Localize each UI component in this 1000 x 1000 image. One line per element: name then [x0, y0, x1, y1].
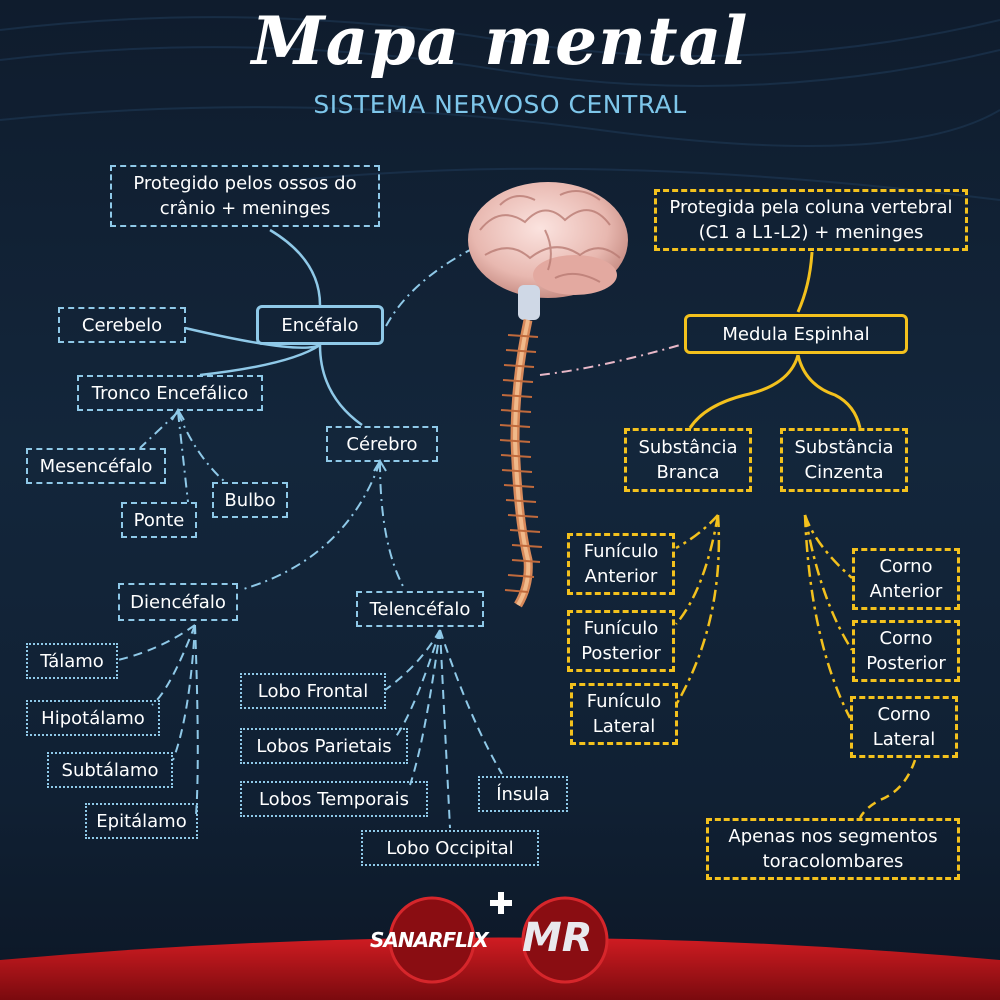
protegida-coluna-box: Protegida pela coluna vertebral (C1 a L1… — [654, 189, 968, 251]
apenas-toracolombares-box: Apenas nos segmentos toracolombares — [706, 818, 960, 880]
corno-posterior-box: Corno Posterior — [852, 620, 960, 682]
cerebro-box: Cérebro — [326, 426, 438, 462]
blue-dashdot-lines — [139, 249, 681, 591]
insula-box: Ínsula — [478, 776, 568, 812]
hipotalamo-box: Hipotálamo — [26, 700, 160, 736]
brain-illustration-icon — [468, 182, 628, 320]
diencefalo-box: Diencéfalo — [118, 583, 238, 621]
yellow-dashdot-lines — [674, 514, 854, 719]
blue-solid-lines — [184, 228, 363, 427]
medula-espinhal-box: Medula Espinhal — [684, 314, 908, 354]
talamo-box: Tálamo — [26, 643, 118, 679]
protegido-cranio-box: Protegido pelos ossos do crânio + mening… — [110, 165, 380, 227]
lobo-frontal-box: Lobo Frontal — [240, 673, 386, 709]
lobos-parietais-box: Lobos Parietais — [240, 728, 408, 764]
yellow-dashed-lines — [858, 759, 917, 819]
page-subtitle: SISTEMA NERVOSO CENTRAL — [313, 90, 687, 119]
sanarflix-logo — [388, 896, 476, 984]
yellow-solid-lines — [688, 251, 862, 429]
wave-texture — [0, 16, 1000, 201]
plus-icon — [490, 892, 512, 914]
corno-anterior-box: Corno Anterior — [852, 548, 960, 610]
funiculo-anterior-box: Funículo Anterior — [567, 533, 675, 595]
subtalamo-box: Subtálamo — [47, 752, 173, 788]
cerebelo-box: Cerebelo — [58, 307, 186, 343]
spinal-cord-illustration-icon — [499, 319, 543, 608]
substancia-branca-box: Substância Branca — [624, 428, 752, 492]
epitalamo-box: Epitálamo — [85, 803, 198, 839]
substancia-cinzenta-box: Substância Cinzenta — [780, 428, 908, 492]
mesencefalo-box: Mesencéfalo — [26, 448, 166, 484]
blue-dashed-lines — [117, 624, 503, 829]
lobos-temporais-box: Lobos Temporais — [240, 781, 428, 817]
funiculo-posterior-box: Funículo Posterior — [567, 610, 675, 672]
bulbo-box: Bulbo — [212, 482, 288, 518]
encefalo-box: Encéfalo — [256, 305, 384, 345]
ponte-box: Ponte — [121, 502, 197, 538]
telencefalo-box: Telencéfalo — [356, 591, 484, 627]
mr-logo-text: MR — [522, 915, 593, 961]
bottom-red-arc — [0, 937, 1000, 1000]
mr-logo — [521, 896, 609, 984]
sanarflix-logo-text: SANARFLIX — [370, 928, 489, 952]
lobo-occipital-box: Lobo Occipital — [361, 830, 539, 866]
funiculo-lateral-box: Funículo Lateral — [570, 683, 678, 745]
corno-lateral-box: Corno Lateral — [850, 696, 958, 758]
page-title: Mapa mental — [251, 2, 749, 80]
tronco-encefalico-box: Tronco Encefálico — [77, 375, 263, 411]
